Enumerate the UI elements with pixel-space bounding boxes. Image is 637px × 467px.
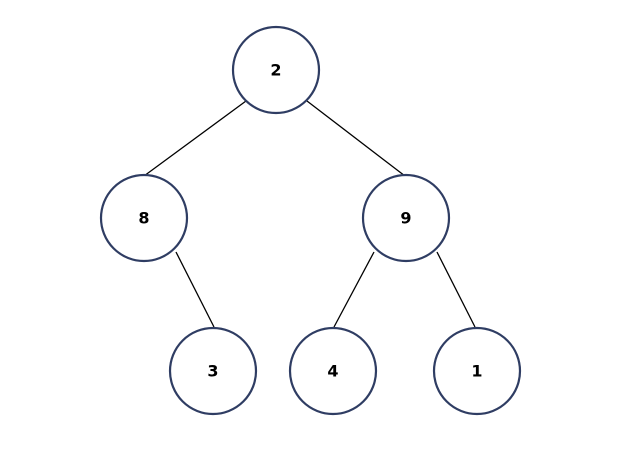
- node-circle: [168, 326, 258, 416]
- tree-node-1: 1: [432, 326, 522, 416]
- node-label: 2: [270, 61, 281, 80]
- edge-8-3: [175, 251, 215, 328]
- node-label: 9: [400, 209, 411, 228]
- edge-9-1: [436, 251, 476, 328]
- edge-2-9: [306, 100, 406, 177]
- tree-node-2: 2: [231, 25, 321, 115]
- node-label: 4: [327, 362, 338, 381]
- tree-edges: [143, 100, 476, 328]
- tree-node-4: 4: [288, 326, 378, 416]
- tree-node-3: 3: [168, 326, 258, 416]
- node-circle: [432, 326, 522, 416]
- node-label: 1: [471, 362, 482, 381]
- node-circle: [288, 326, 378, 416]
- edge-2-8: [143, 100, 247, 177]
- tree-nodes: 2 8 9 3 4 1: [99, 25, 522, 416]
- node-circle: [361, 173, 451, 263]
- tree-node-9: 9: [361, 173, 451, 263]
- tree-node-8: 8: [99, 173, 189, 263]
- node-circle: [231, 25, 321, 115]
- node-label: 8: [138, 209, 149, 228]
- node-circle: [99, 173, 189, 263]
- edge-9-4: [333, 251, 375, 328]
- node-label: 3: [207, 362, 218, 381]
